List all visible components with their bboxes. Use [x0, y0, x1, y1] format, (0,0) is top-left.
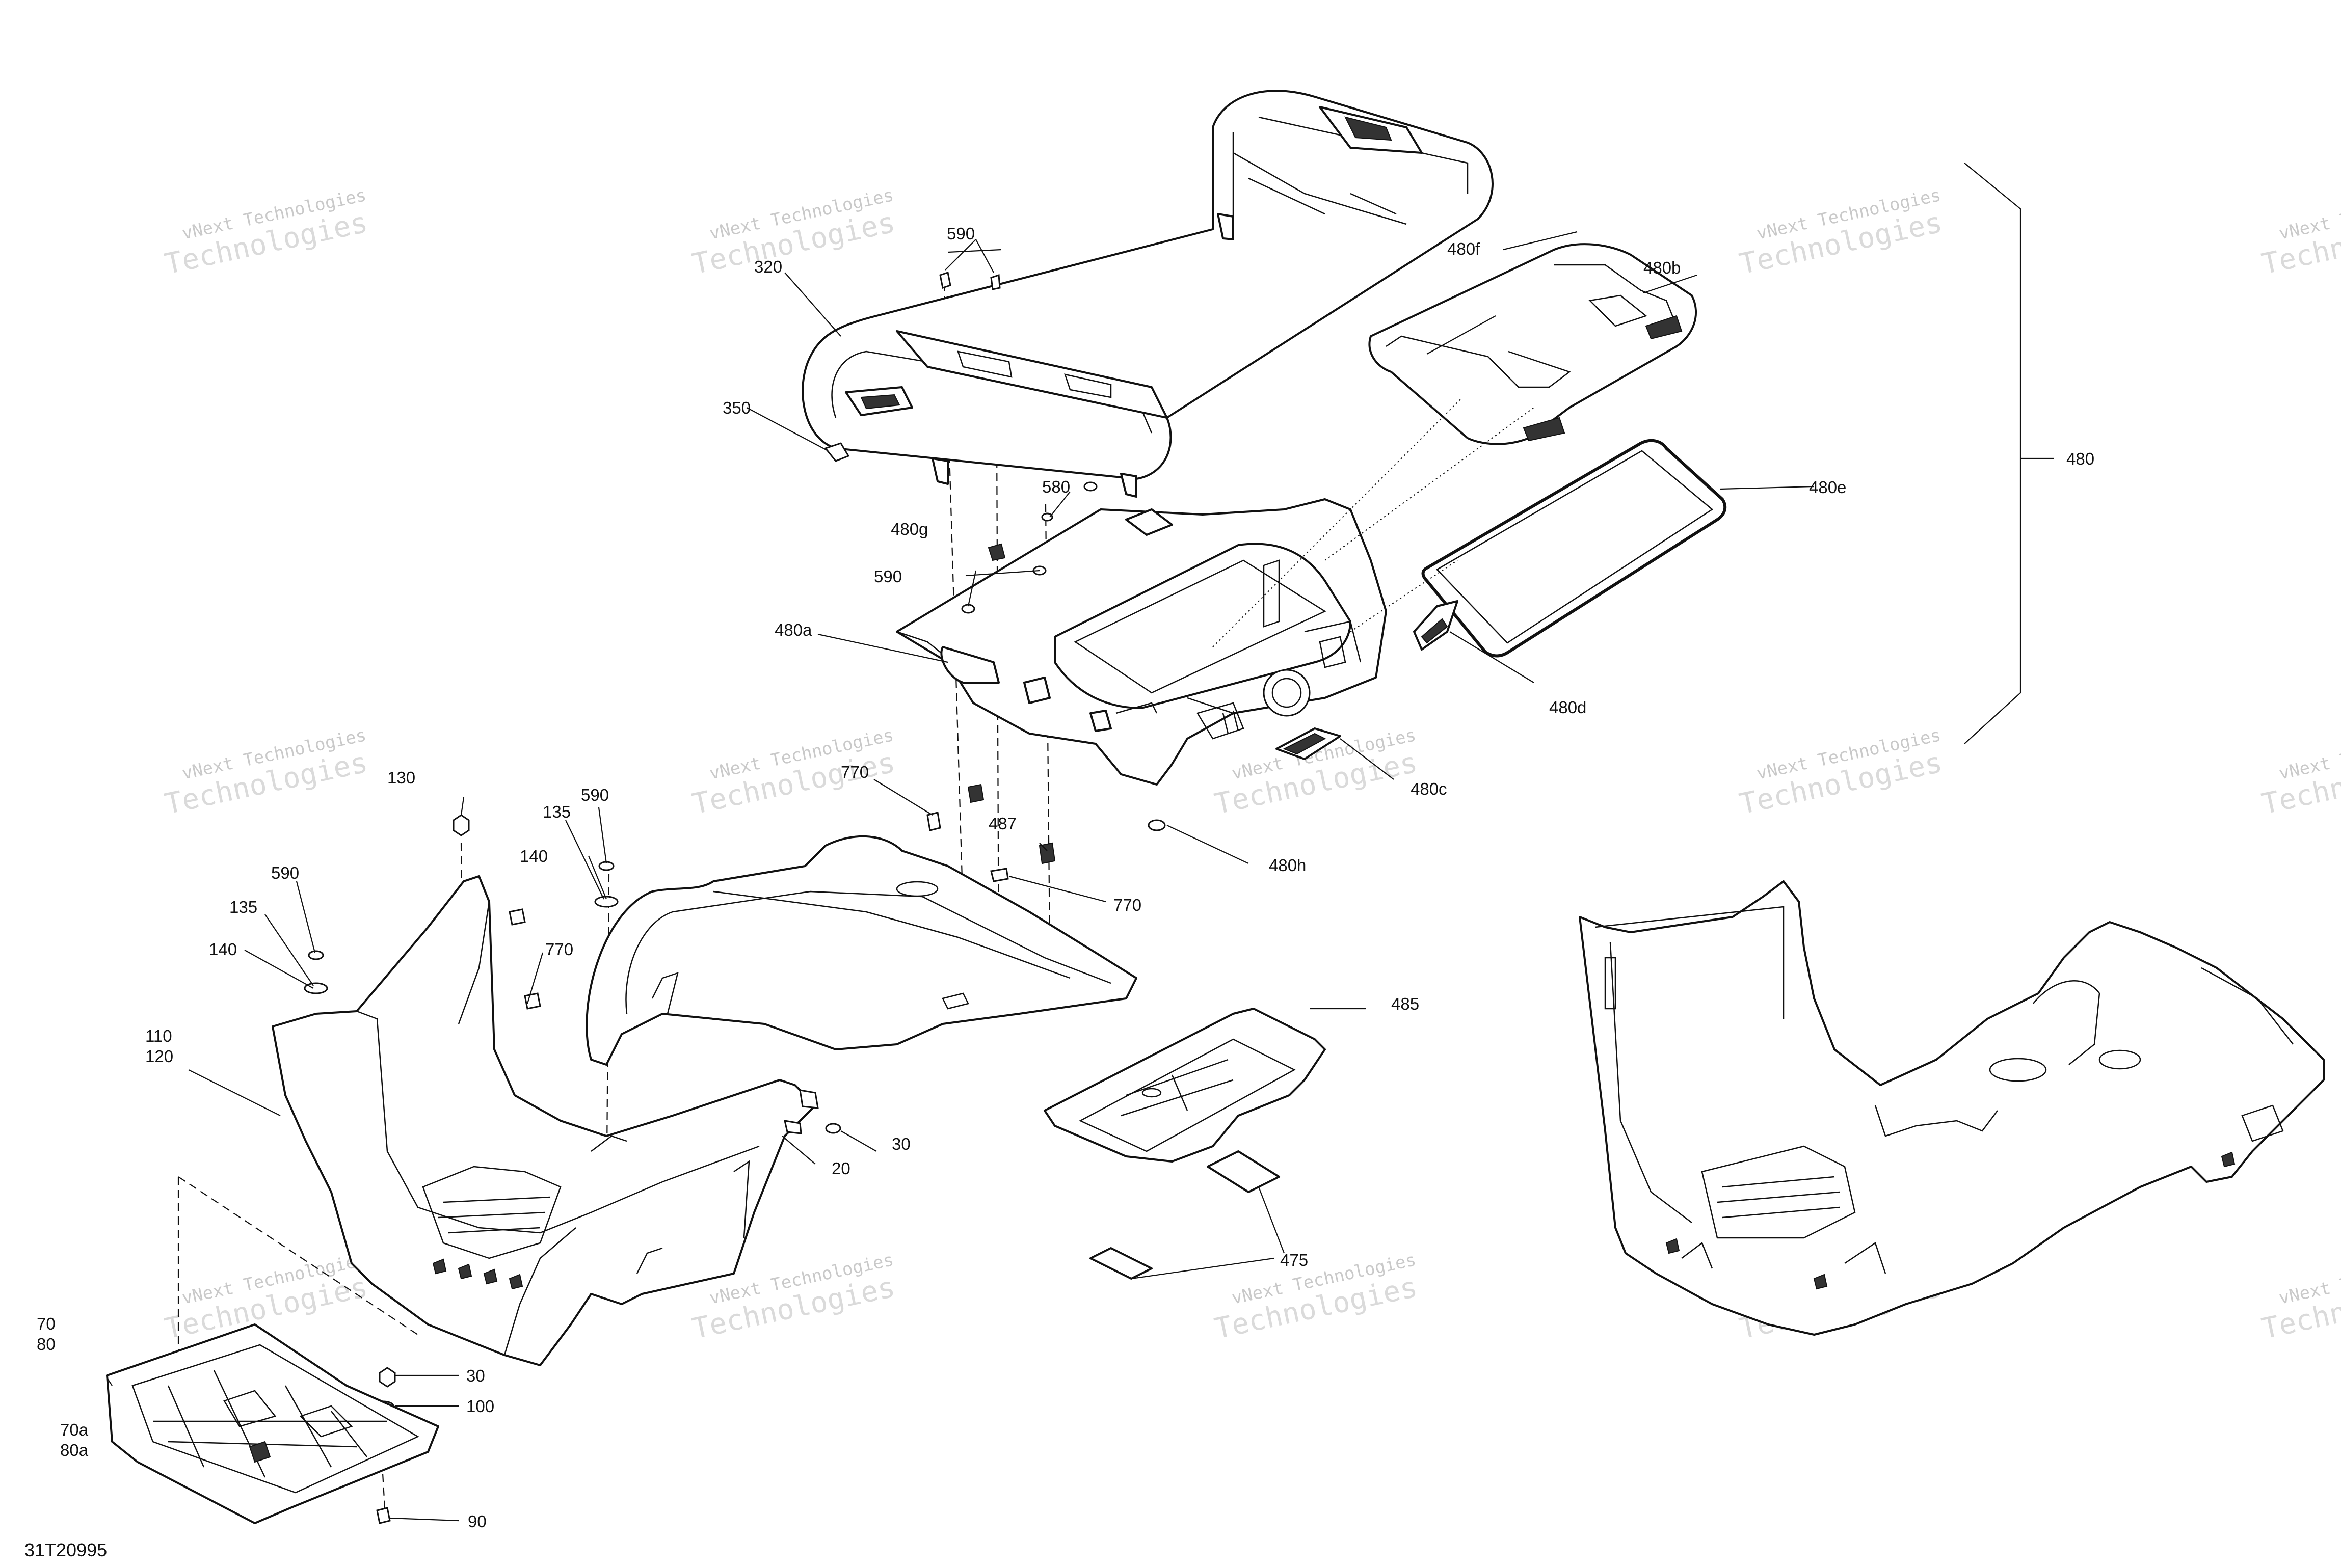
- leader-lines: [107, 239, 2054, 1522]
- bracket-480: [1964, 163, 2021, 744]
- cargo-box: [896, 397, 1534, 786]
- callout-70a: 70a: [60, 1420, 89, 1439]
- callout-770-left: 770: [545, 940, 573, 959]
- hardware-items: [167, 272, 1166, 1524]
- watermark-14: vNext Technologies Technologies: [2259, 725, 2341, 821]
- watermark-8: vNext Technologies Technologies: [1737, 725, 1945, 821]
- callout-475: 475: [1280, 1251, 1308, 1269]
- callout-770-mid: 770: [841, 763, 869, 781]
- callout-770-right: 770: [1113, 896, 1141, 914]
- callout-480e: 480e: [1809, 478, 1846, 497]
- callout-487: 487: [989, 814, 1017, 833]
- callout-140-right: 140: [520, 847, 548, 866]
- cargo-seal: [1421, 439, 1727, 658]
- callout-80a: 80a: [60, 1441, 89, 1459]
- watermark-15: vNext Technologies Technologies: [2259, 1250, 2341, 1346]
- watermark-6: vNext Technologies Technologies: [689, 725, 898, 821]
- watermark-4: vNext Technologies Technologies: [1737, 185, 1945, 281]
- callout-480a: 480a: [775, 620, 812, 639]
- callout-140-left: 140: [209, 940, 237, 959]
- callout-labels: 590 320 350 480f 480b 480 480e 580 480g …: [24, 224, 2094, 1560]
- callout-480b: 480b: [1643, 258, 1681, 277]
- callout-590-far-left: 590: [271, 863, 299, 882]
- callout-130: 130: [387, 768, 415, 787]
- footrest: [106, 1323, 439, 1524]
- callout-320: 320: [754, 257, 782, 276]
- callout-350: 350: [723, 398, 751, 417]
- drawing-number: 31T20995: [24, 1539, 107, 1560]
- callout-480f: 480f: [1447, 239, 1480, 258]
- callout-590-top: 590: [947, 224, 975, 243]
- watermark-5: vNext Technologies Technologies: [162, 725, 370, 821]
- watermark-13: vNext Technologies Technologies: [2259, 185, 2341, 281]
- callout-80: 80: [37, 1335, 56, 1354]
- callout-110: 110: [145, 1026, 172, 1045]
- watermark-2: vNext Technologies Technologies: [689, 185, 898, 281]
- callout-120: 120: [145, 1047, 173, 1066]
- assembled-view: [1579, 880, 2325, 1336]
- callout-480h: 480h: [1269, 856, 1306, 875]
- callout-90: 90: [468, 1512, 487, 1531]
- watermark-1: vNext Technologies Technologies: [162, 185, 370, 281]
- protector-475: [1089, 1150, 1280, 1280]
- callout-135-left: 135: [229, 898, 257, 916]
- callout-590-mid: 590: [874, 567, 902, 586]
- callout-30-bottom: 30: [466, 1366, 485, 1385]
- callout-480: 480: [2066, 449, 2094, 468]
- callout-485: 485: [1391, 994, 1419, 1013]
- front-fender: [272, 875, 819, 1366]
- callout-590-left: 590: [581, 786, 609, 804]
- rear-fender: [586, 835, 1137, 1066]
- rear-rack: [802, 90, 1494, 498]
- callout-20: 20: [832, 1159, 850, 1178]
- callout-480d: 480d: [1549, 698, 1586, 717]
- cargo-lid: [1368, 231, 1697, 445]
- callout-580: 580: [1042, 477, 1070, 496]
- latch-480d: [1413, 600, 1458, 651]
- watermark-11: vNext Technologies Technologies: [1212, 1250, 1420, 1346]
- callout-100: 100: [466, 1397, 494, 1416]
- callout-30-top: 30: [892, 1134, 911, 1153]
- heat-shield: [1044, 1008, 1326, 1163]
- callout-135-right: 135: [543, 802, 571, 821]
- latch-480c: [1275, 727, 1341, 760]
- callout-480g: 480g: [891, 520, 928, 538]
- callout-480c: 480c: [1411, 779, 1447, 798]
- callout-70: 70: [37, 1314, 56, 1333]
